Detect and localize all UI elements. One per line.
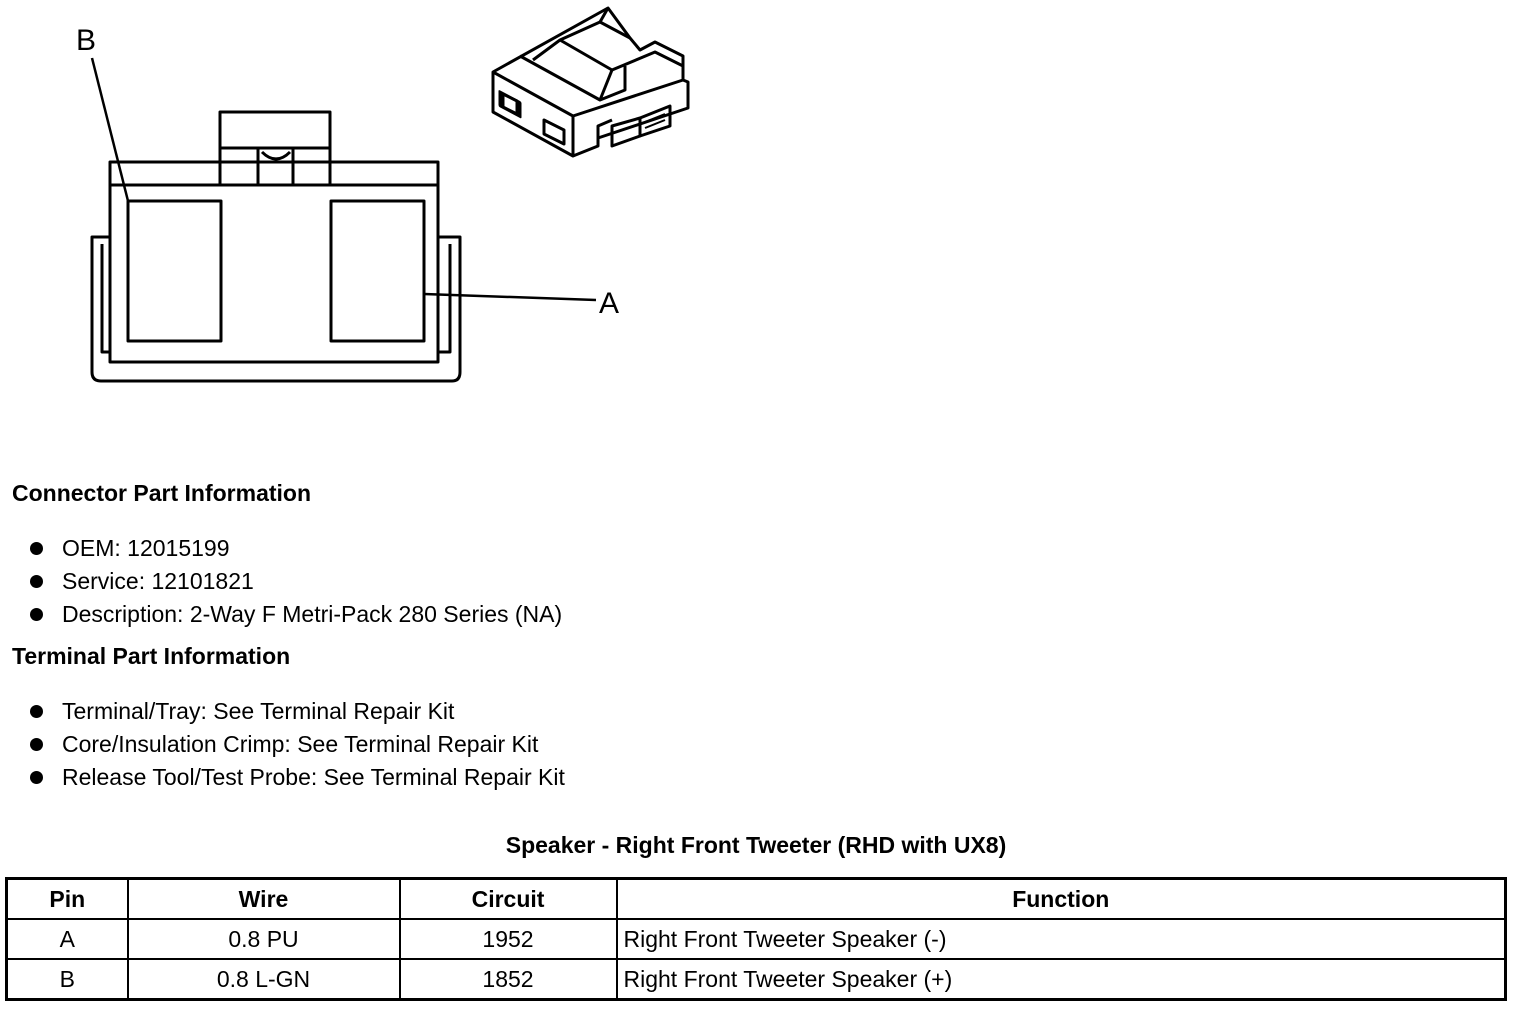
- cell-wire: 0.8 L-GN: [126, 958, 401, 1001]
- bullet-icon: [30, 705, 43, 718]
- pin-table: Pin Wire Circuit Function A 0.8 PU 1952 …: [5, 877, 1507, 1001]
- callout-b: B: [76, 24, 96, 57]
- table-row: B 0.8 L-GN 1852 Right Front Tweeter Spea…: [5, 958, 1507, 1001]
- terminal-info-crimp: Core/Insulation Crimp: See Terminal Repa…: [62, 731, 539, 757]
- connector-info-service: Service: 12101821: [62, 568, 254, 594]
- list-item: Terminal/Tray: See Terminal Repair Kit: [28, 695, 565, 728]
- list-item: Core/Insulation Crimp: See Terminal Repa…: [28, 728, 565, 761]
- callout-a: A: [599, 287, 619, 320]
- connector-isometric: [491, 6, 690, 158]
- table-header-row: Pin Wire Circuit Function: [5, 877, 1507, 920]
- connector-info-heading: Connector Part Information: [12, 480, 312, 506]
- column-header-pin: Pin: [5, 877, 129, 920]
- list-item: OEM: 12015199: [28, 532, 562, 565]
- cell-circuit: 1852: [398, 958, 618, 1001]
- leader-a: [423, 292, 597, 302]
- connector-diagram: B A: [76, 6, 690, 383]
- cell-pin: B: [5, 958, 129, 1001]
- connector-info-list: OEM: 12015199 Service: 12101821 Descript…: [28, 532, 562, 631]
- terminal-info-list: Terminal/Tray: See Terminal Repair Kit C…: [28, 695, 565, 794]
- column-header-wire: Wire: [126, 877, 401, 920]
- terminal-info-heading: Terminal Part Information: [12, 643, 291, 669]
- list-item: Description: 2-Way F Metri-Pack 280 Seri…: [28, 598, 562, 631]
- column-header-circuit: Circuit: [398, 877, 618, 920]
- cell-function: Right Front Tweeter Speaker (-): [615, 918, 1507, 960]
- cell-circuit: 1952: [398, 918, 618, 960]
- terminal-info-tray: Terminal/Tray: See Terminal Repair Kit: [62, 698, 455, 724]
- bullet-icon: [30, 771, 43, 784]
- bullet-icon: [30, 738, 43, 751]
- cell-function: Right Front Tweeter Speaker (+): [615, 958, 1507, 1001]
- cell-wire: 0.8 PU: [126, 918, 401, 960]
- table-title: Speaker - Right Front Tweeter (RHD with …: [505, 832, 1007, 858]
- cavity-a: [329, 199, 426, 343]
- list-item: Release Tool/Test Probe: See Terminal Re…: [28, 761, 565, 794]
- cell-pin: A: [5, 918, 129, 960]
- leader-b: [90, 57, 130, 202]
- left-latch: [90, 235, 462, 383]
- list-item: Service: 12101821: [28, 565, 562, 598]
- bullet-icon: [30, 575, 43, 588]
- column-header-function: Function: [615, 877, 1507, 920]
- connector-info-oem: OEM: 12015199: [62, 535, 230, 561]
- connector-housing: [108, 160, 440, 364]
- connector-info-description: Description: 2-Way F Metri-Pack 280 Seri…: [62, 601, 563, 627]
- table-row: A 0.8 PU 1952 Right Front Tweeter Speake…: [5, 918, 1507, 960]
- bullet-icon: [30, 608, 43, 621]
- cavity-b: [126, 199, 223, 343]
- terminal-info-tool: Release Tool/Test Probe: See Terminal Re…: [62, 764, 565, 790]
- bullet-icon: [30, 542, 43, 555]
